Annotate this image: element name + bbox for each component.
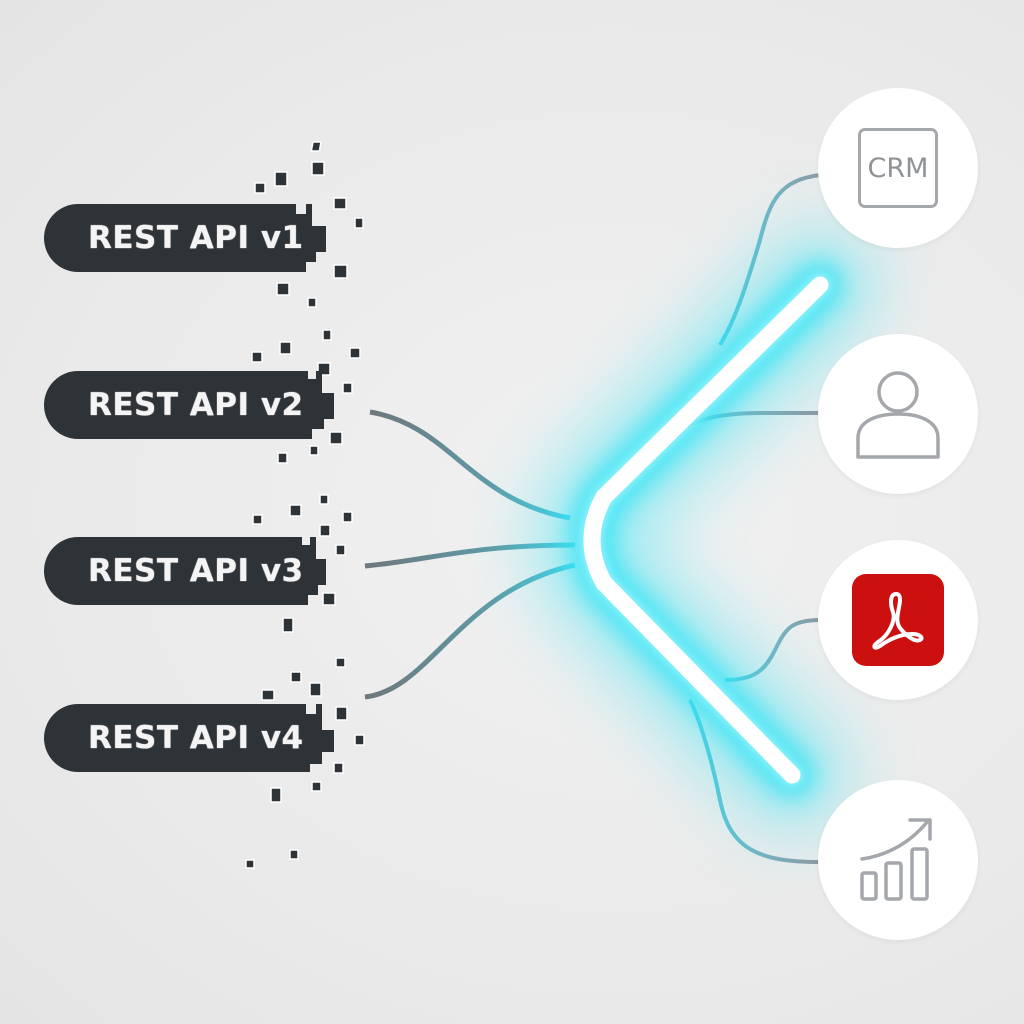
source-label: REST API v3	[88, 553, 304, 589]
target-node-crm: CRM	[818, 88, 978, 248]
chevron-left-icon	[583, 276, 829, 784]
target-node-pdf	[818, 540, 978, 700]
source-label: REST API v1	[88, 220, 304, 256]
crm-icon: CRM	[858, 128, 938, 208]
crm-icon-text: CRM	[867, 152, 929, 184]
chart-growth-icon	[860, 818, 932, 901]
source-pill-v3: REST API v3	[44, 537, 326, 605]
source-pill-v1: REST API v1	[44, 204, 326, 272]
pill-shape	[44, 704, 334, 772]
source-pill-v2: REST API v2	[44, 371, 334, 439]
connector-pdf	[724, 618, 821, 682]
connector-v3	[364, 542, 576, 569]
acrobat-glyph-icon	[872, 592, 924, 650]
connector-analytics	[688, 699, 821, 864]
connector-crm	[718, 173, 821, 347]
user-icon	[856, 371, 940, 459]
source-label: REST API v2	[88, 387, 304, 423]
target-node-user	[818, 334, 978, 494]
connector-v2	[369, 409, 571, 521]
pill-shape	[44, 204, 326, 272]
pill-shape	[44, 537, 326, 605]
source-pill-v4: REST API v4	[44, 704, 334, 772]
connector-v4	[364, 562, 576, 700]
pdf-icon	[852, 574, 944, 666]
source-label: REST API v4	[88, 720, 304, 756]
pill-shape	[44, 371, 334, 439]
target-node-analytics	[818, 780, 978, 940]
